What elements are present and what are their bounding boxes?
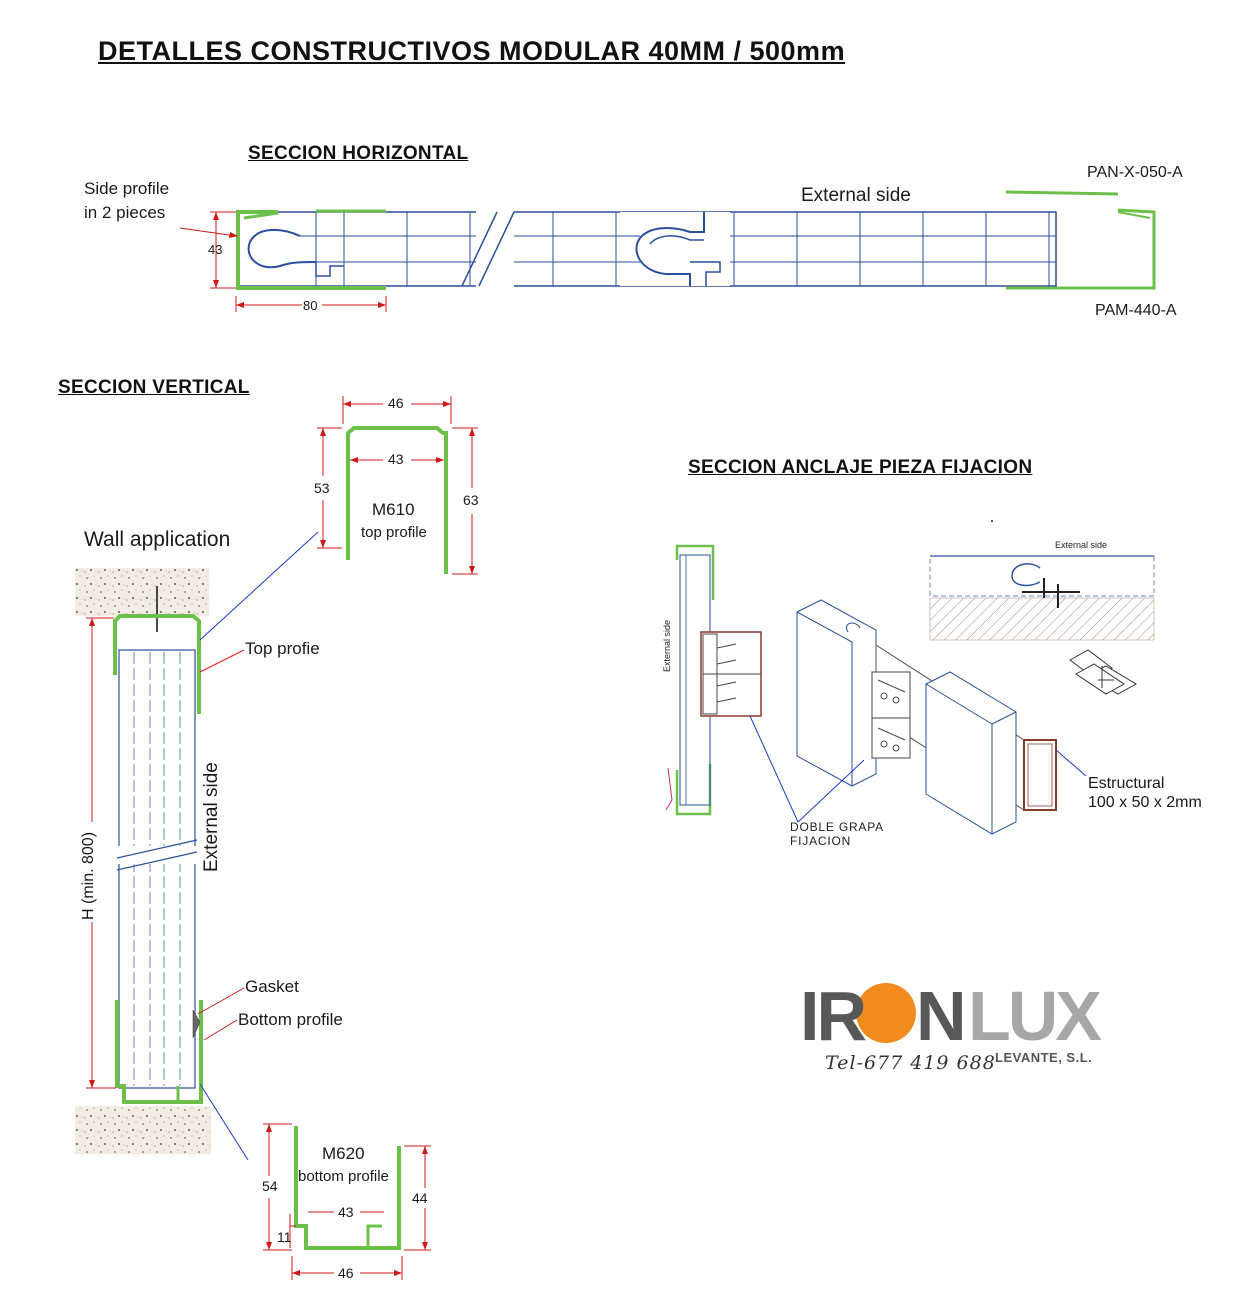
structural-label-line1: Estructural (1088, 775, 1165, 792)
anchor-section-heading: SECCION ANCLAJE PIEZA FIJACION (688, 457, 1033, 478)
anchor-external-side-label: External side (1055, 540, 1108, 550)
m620-dim-44: 44 (412, 1190, 428, 1206)
dim-height-43: 43 (208, 242, 223, 257)
logo-company-name: LEVANTE, S.L. (995, 1050, 1093, 1065)
floor-slab (75, 1106, 211, 1154)
m610-dim-43: 43 (388, 451, 404, 467)
logo-iron-text: IR (800, 977, 867, 1055)
m620-name: bottom profile (298, 1168, 389, 1185)
external-side-vertical-label: External side (201, 762, 222, 872)
m610-code: M610 (372, 500, 415, 519)
logo-telephone: Tel-677 419 688 (825, 1052, 996, 1074)
side-profile-label-line2: in 2 pieces (84, 203, 166, 222)
m620-code: M620 (322, 1144, 365, 1163)
logo-n-text: N (916, 977, 967, 1055)
m620-dim-54: 54 (262, 1178, 278, 1194)
m610-name: top profile (361, 524, 427, 541)
vertical-section-heading: SECCION VERTICAL (58, 377, 250, 398)
external-side-label: External side (801, 185, 911, 206)
wall-application-label: Wall application (84, 528, 231, 551)
gasket-callout: Gasket (245, 977, 299, 996)
m610-dim-46: 46 (388, 395, 404, 411)
anchor-section-drawing (665, 520, 1155, 835)
m610-profile-drawing (317, 396, 478, 575)
vertical-panel (118, 649, 196, 1089)
horizontal-section-drawing (179, 190, 1156, 312)
structural-label-line2: 100 x 50 x 2mm (1088, 794, 1202, 811)
bottom-profile-callout: Bottom profile (238, 1010, 343, 1029)
ceiling-slab (75, 568, 209, 616)
logo-lux-text: LUX (968, 977, 1102, 1055)
dim-width-80: 80 (303, 298, 318, 313)
code-pam-440-a: PAM-440-A (1095, 302, 1177, 319)
m620-dim-46: 46 (338, 1265, 354, 1281)
m620-dim-43: 43 (338, 1204, 354, 1220)
m620-profile-drawing (263, 1123, 431, 1280)
height-dimension-label: H (min. 800) (80, 831, 97, 920)
clip-label-line2: FIJACION (790, 834, 852, 848)
page-title: DETALLES CONSTRUCTIVOS MODULAR 40MM / 50… (98, 36, 846, 66)
m610-dim-53: 53 (314, 480, 330, 496)
logo-orange-circle (856, 983, 916, 1043)
vertical-section-drawing (75, 531, 319, 1161)
horizontal-section-heading: SECCION HORIZONTAL (248, 143, 469, 164)
anchor-external-side-vertical-label: External side (662, 619, 672, 672)
m610-dim-63: 63 (463, 492, 479, 508)
top-profile-callout: Top profie (245, 639, 320, 658)
ironlux-logo-graphic (856, 983, 916, 1043)
side-profile-label-line1: Side profile (84, 179, 170, 198)
m620-dim-11: 11 (277, 1229, 292, 1245)
clip-label-line1: DOBLE GRAPA (790, 820, 884, 834)
code-pan-x-050-a: PAN-X-050-A (1087, 164, 1183, 181)
